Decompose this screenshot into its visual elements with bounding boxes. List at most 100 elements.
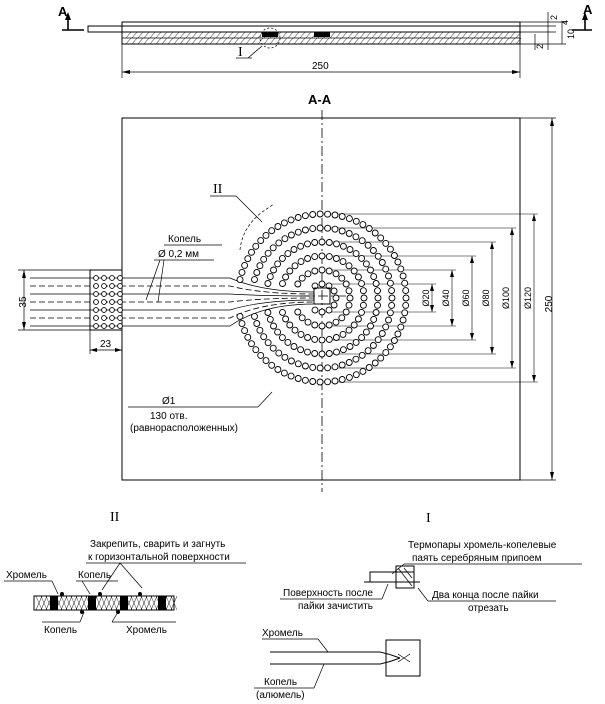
hole (371, 229, 379, 237)
detail-I-note-2: паять серебряным припоем (412, 552, 542, 564)
hole (282, 315, 290, 323)
hole (332, 334, 340, 341)
hole (364, 347, 372, 355)
hole (260, 333, 268, 341)
hole (318, 350, 326, 358)
hole (332, 255, 340, 262)
diameter-label: Ø100 (501, 287, 511, 309)
hole (359, 367, 367, 375)
hole (339, 258, 347, 266)
hole (358, 351, 366, 359)
hole (318, 266, 326, 274)
center-sensor (313, 287, 331, 305)
hole (264, 339, 272, 347)
hole (297, 258, 305, 266)
hole (359, 301, 367, 309)
hole (309, 378, 317, 385)
hole (294, 214, 302, 221)
detail-II-note-2: к горизонтальной поверхности (88, 552, 230, 563)
chromel-right-label: Хромель (126, 625, 167, 636)
hole (358, 280, 365, 288)
hole (388, 287, 396, 295)
hole (354, 315, 362, 323)
hole (386, 309, 394, 317)
hole (274, 328, 282, 336)
hole (311, 239, 319, 246)
hole (401, 279, 409, 287)
hole (280, 369, 288, 377)
hole (274, 366, 282, 373)
hole (358, 334, 366, 342)
hole (358, 237, 366, 245)
hole (287, 231, 295, 239)
dim-length-250: 250 (312, 61, 329, 72)
hole (346, 343, 354, 350)
hole (369, 247, 377, 254)
thin-plate (87, 25, 521, 33)
hole (352, 250, 360, 258)
hole (359, 221, 367, 229)
hole (365, 225, 373, 232)
hole-pattern (236, 210, 410, 386)
hole (318, 322, 326, 330)
hole (332, 270, 340, 278)
hole (262, 231, 270, 239)
hole (339, 330, 347, 338)
dim-right-3: 10 (566, 29, 576, 39)
hole (253, 320, 261, 327)
detail-II: II Закрепить, сварить и загнуть к горизо… (4, 510, 246, 636)
ends-note-1: Два конца после пайки (432, 590, 539, 601)
hole (294, 375, 302, 382)
hole (248, 340, 255, 348)
embedded-element (262, 32, 278, 37)
hole (390, 252, 398, 259)
hole (252, 242, 260, 250)
surface-note-2: пайки зачистить (298, 601, 373, 612)
hole (248, 248, 255, 256)
hole (359, 287, 367, 295)
hole (266, 273, 274, 281)
hole (264, 309, 272, 316)
hole (382, 265, 390, 273)
hole (284, 250, 292, 258)
ends-note-2: отрезать (468, 603, 509, 614)
hole (309, 211, 317, 218)
hole (394, 330, 402, 338)
hole (311, 350, 319, 357)
hole (316, 224, 324, 232)
hole (256, 326, 264, 334)
hole (345, 326, 353, 334)
hole (382, 239, 390, 247)
hole (377, 354, 385, 362)
hole (298, 274, 306, 282)
hole (401, 309, 409, 317)
hole (374, 287, 381, 295)
hole (330, 301, 338, 309)
side-view: A A I 250 (58, 2, 593, 78)
hole (238, 268, 246, 276)
hole (325, 321, 333, 329)
hole (291, 262, 299, 270)
hole (316, 364, 324, 372)
hole (324, 364, 332, 372)
hole (402, 287, 410, 295)
hole (282, 273, 290, 281)
hole (301, 226, 309, 234)
hole (374, 252, 382, 260)
hole (402, 301, 410, 309)
hole (297, 346, 305, 354)
dim-tab-23: 23 (100, 339, 112, 350)
hole (238, 320, 246, 328)
hole (358, 308, 365, 316)
hole (311, 267, 319, 275)
detail-I-label: I (238, 45, 243, 60)
hole (352, 338, 360, 346)
hole (264, 280, 272, 287)
hole (294, 360, 302, 368)
hole (385, 316, 392, 324)
hole (268, 361, 276, 369)
kopel-label-I: Копель (264, 677, 297, 688)
hole (339, 242, 347, 250)
